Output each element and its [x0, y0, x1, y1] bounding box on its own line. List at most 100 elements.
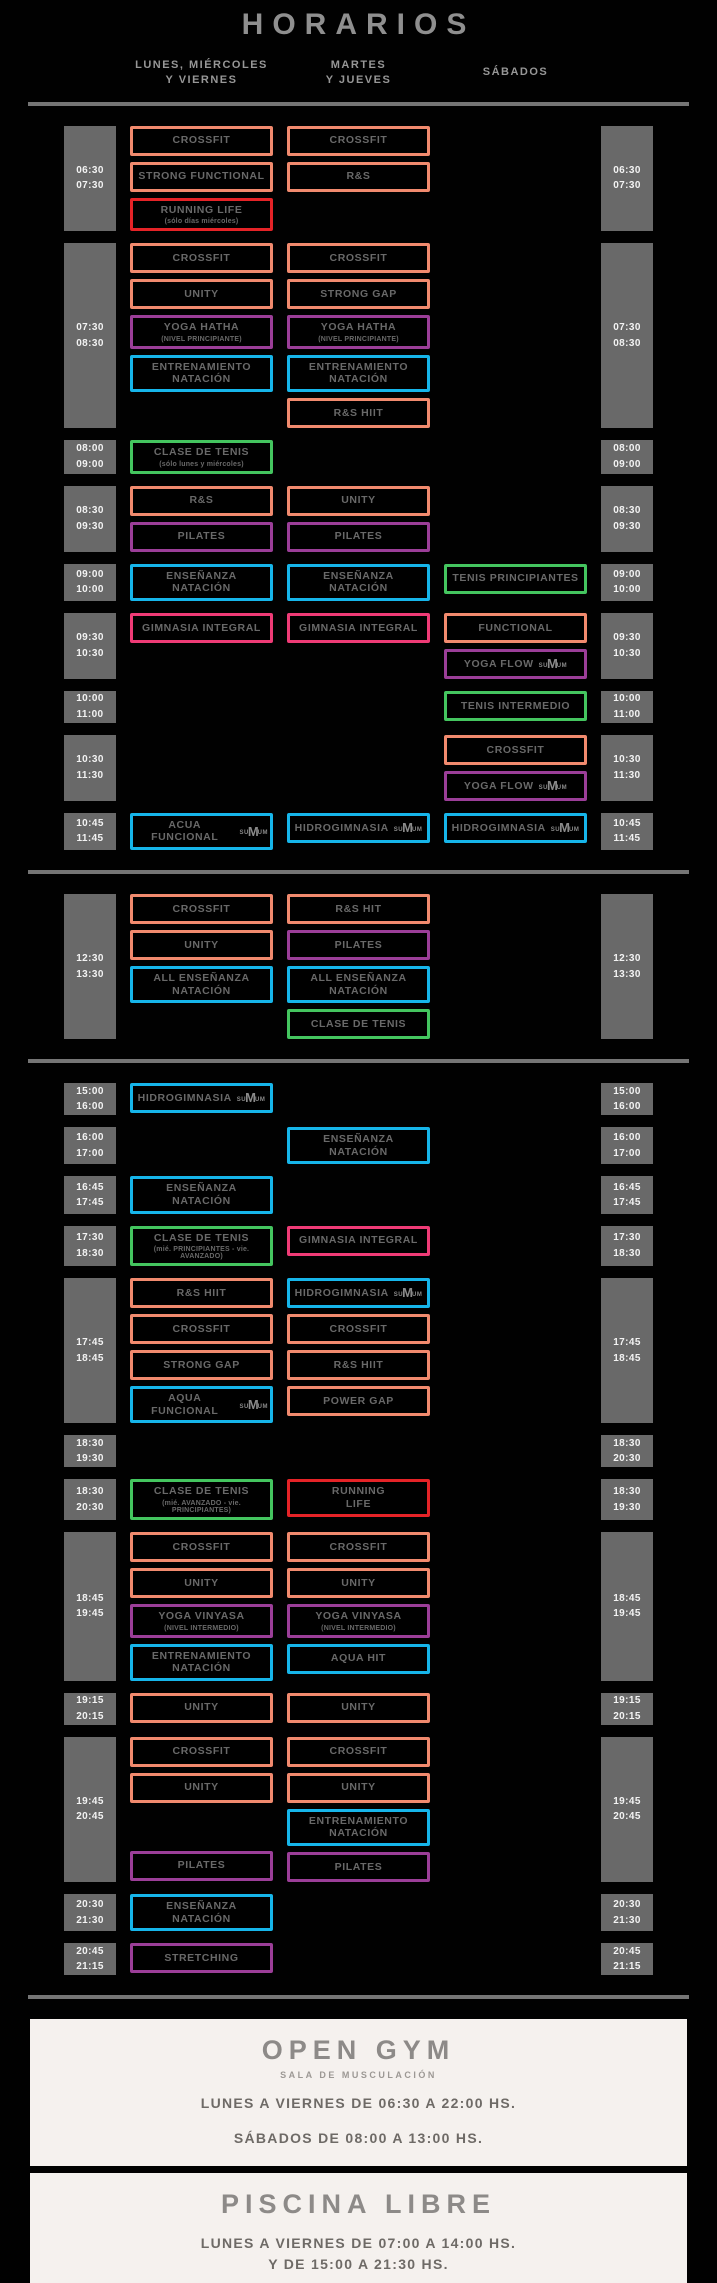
class-box: CROSSFIT — [130, 894, 273, 925]
class-label: ENSEÑANZA NATACIÓN — [323, 1133, 394, 1158]
class-label: R&S HIIT — [333, 406, 384, 419]
time-range-left: 19:15 20:15 — [64, 1692, 116, 1725]
class-box: PILATES — [287, 930, 430, 961]
class-box: UNITY — [287, 485, 430, 516]
time-range-left: 09:30 10:30 — [64, 612, 116, 679]
day-column-3 — [444, 1176, 587, 1213]
class-box: CROSSFIT — [287, 1314, 430, 1345]
section-divider — [28, 1995, 689, 2000]
class-label: GIMNASIA INTEGRAL — [142, 621, 261, 634]
class-sublabel: (NIVEL INTERMEDIO) — [321, 1624, 396, 1632]
class-label: UNITY — [341, 494, 376, 507]
time-range-right: 16:00 17:00 — [601, 1127, 653, 1165]
class-box: YOGA HATHA(NIVEL PRINCIPIANTE) — [287, 315, 430, 349]
time-range-left: 17:45 18:45 — [64, 1278, 116, 1424]
class-sublabel: (sólo días miércoles) — [164, 218, 239, 226]
day-column-2 — [287, 1435, 430, 1467]
class-label: CROSSFIT — [172, 902, 231, 915]
class-label: UNITY — [184, 287, 219, 300]
day-column-3 — [444, 243, 587, 428]
day-column-3 — [444, 1226, 587, 1267]
time-range-right: 20:45 21:15 — [601, 1943, 653, 1976]
day-column-2: ENSEÑANZA NATACIÓN — [287, 563, 430, 601]
class-box: FUNCTIONAL — [444, 612, 587, 643]
class-label: YOGA VINYASA — [158, 1609, 245, 1622]
time-range-right: 17:30 18:30 — [601, 1225, 653, 1267]
card-line: LUNES A VIERNES DE 07:00 A 14:00 HS. Y D… — [200, 2234, 517, 2273]
class-label: UNITY — [184, 938, 219, 951]
class-box: PILATES — [287, 521, 430, 552]
class-box: YOGA VINYASA(NIVEL INTERMEDIO) — [130, 1603, 273, 1638]
day-column-2: UNITY — [287, 1692, 430, 1725]
class-box: UNITY — [287, 1772, 430, 1803]
class-box: ENTRENAMIENTO NATACIÓN — [287, 1808, 430, 1846]
class-label: ALL ENSEÑANZA NATACIÓN — [310, 972, 407, 997]
class-label: ENTRENAMIENTO NATACIÓN — [308, 1814, 409, 1840]
day-column-headers: LUNES, MIÉRCOLES Y VIERNES MARTES Y JUEV… — [64, 58, 653, 88]
day-column-3 — [444, 1943, 587, 1975]
day-column-3 — [444, 1532, 587, 1681]
class-label: ACUA FUNCIONAL — [151, 818, 219, 844]
time-range-right: 16:45 17:45 — [601, 1176, 653, 1214]
class-label: STRETCHING — [164, 1951, 239, 1964]
day-column-1 — [130, 1127, 273, 1164]
class-label: GIMNASIA INTEGRAL — [299, 621, 418, 634]
day-column-3 — [444, 1435, 587, 1467]
class-label: STRONG GAP — [163, 1358, 240, 1371]
day-column-2 — [287, 1176, 430, 1213]
class-label: PILATES — [334, 938, 383, 951]
day-column-3: TENIS PRINCIPIANTES — [444, 563, 587, 601]
card-title: OPEN GYM — [261, 2035, 456, 2066]
class-box: ENSEÑANZA NATACIÓN — [130, 1893, 273, 1932]
day-column-3 — [444, 1127, 587, 1164]
class-box: CLASE DE TENIS(mié. AVANZADO - vie. PRIN… — [130, 1479, 273, 1520]
class-box: UNITY — [130, 930, 273, 961]
class-label: RUNNING LIFE — [160, 203, 243, 216]
class-box: YOGA VINYASA(NIVEL INTERMEDIO) — [287, 1603, 430, 1638]
time-range-right: 19:15 20:15 — [601, 1692, 653, 1725]
time-range-left: 15:00 16:00 — [64, 1083, 116, 1116]
time-range-right: 08:30 09:30 — [601, 485, 653, 552]
time-range-right: 10:30 11:30 — [601, 734, 653, 801]
time-range-right: 09:30 10:30 — [601, 612, 653, 679]
day-column-3 — [444, 1479, 587, 1520]
time-range-right: 18:30 19:30 — [601, 1479, 653, 1520]
time-range-right: 08:00 09:00 — [601, 440, 653, 474]
class-box: CROSSFIT — [130, 1531, 273, 1562]
class-label: HIDROGIMNASIA — [294, 821, 389, 834]
day-column-2: ENSEÑANZA NATACIÓN — [287, 1127, 430, 1165]
class-label: CROSSFIT — [486, 743, 545, 756]
day-column-3: TENIS INTERMEDIO — [444, 690, 587, 723]
class-box: GIMNASIA INTEGRAL — [287, 1225, 430, 1256]
time-range-right: 20:30 21:30 — [601, 1893, 653, 1932]
section-divider — [28, 101, 689, 106]
class-box: CROSSFIT — [130, 1736, 273, 1767]
day-column-1: CLASE DE TENIS(mié. AVANZADO - vie. PRIN… — [130, 1479, 273, 1520]
class-box: PILATES — [287, 1851, 430, 1882]
class-label: ENSEÑANZA NATACIÓN — [166, 1182, 237, 1207]
day-column-1: ENSEÑANZA NATACIÓN — [130, 1176, 273, 1214]
class-box: CROSSFIT — [130, 1314, 273, 1345]
class-box: AQUA HIT — [287, 1643, 430, 1674]
